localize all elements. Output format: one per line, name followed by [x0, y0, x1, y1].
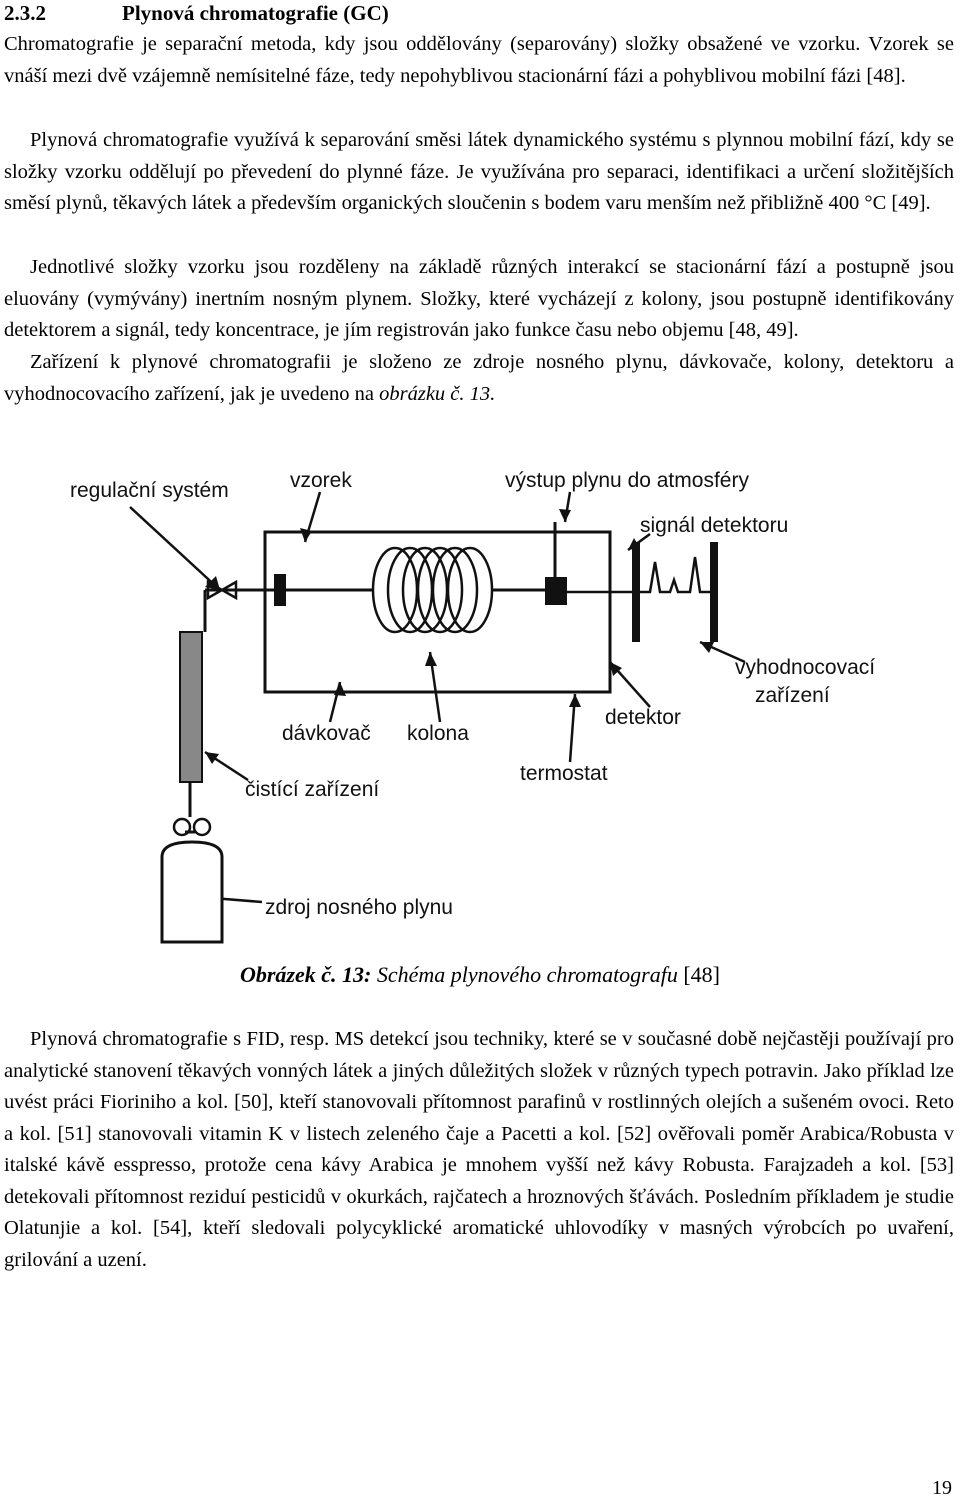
gas-cylinder	[160, 840, 224, 944]
valve-icon-half	[219, 579, 238, 601]
paragraph-applications: Plynová chromatografie s FID, resp. MS d…	[4, 1028, 954, 1271]
paragraph-apparatus: Zařízení k plynové chromatografii je slo…	[4, 347, 954, 410]
gc-schematic-figure: regulační systém vzorek výstup plynu do …	[50, 462, 910, 952]
chromatogram-trace	[640, 556, 710, 594]
label-gas-source: zdroj nosného plynu	[265, 896, 453, 919]
column-coil	[371, 546, 494, 634]
caption-reference: [48]	[683, 962, 721, 987]
section-heading: 2.3.2 Plynová chromatografie (GC)	[4, 0, 389, 26]
paragraph-intro: Chromatografie je separační metoda, kdy …	[4, 33, 954, 87]
gc-schematic-diagram: regulační systém vzorek výstup plynu do …	[70, 469, 875, 944]
evaluator-left-bar	[632, 542, 640, 642]
regulator-gauge-left	[172, 817, 192, 837]
figure-caption: Obrázek č. 13: Schéma plynového chromato…	[0, 960, 960, 990]
injector-port	[274, 574, 286, 606]
evaluator-right-bar	[710, 542, 718, 642]
label-purifier: čistící zařízení	[245, 778, 379, 801]
label-detector: detektor	[605, 706, 681, 729]
caption-text: Schéma plynového chromatografu	[376, 962, 678, 987]
label-regulation: regulační systém	[70, 479, 229, 502]
thermostat-box	[263, 530, 612, 694]
label-evaluator-line1: vyhodnocovací	[735, 656, 875, 679]
regulator-gauge-right	[192, 817, 212, 837]
valve-icon	[206, 579, 225, 601]
section-number: 2.3.2	[4, 1, 46, 25]
label-detector-signal: signál detektoru	[640, 514, 788, 537]
purifier-column	[179, 631, 203, 783]
apparatus-text: Zařízení k plynové chromatografii je slo…	[4, 351, 954, 405]
label-injector: dávkovač	[282, 722, 371, 745]
figure-reference: obrázku č. 13.	[379, 382, 496, 405]
detector-block	[545, 577, 567, 605]
section-title: Plynová chromatografie (GC)	[122, 1, 389, 25]
label-gas-outlet: výstup plynu do atmosféry	[505, 469, 749, 492]
caption-label: Obrázek č. 13:	[239, 962, 372, 987]
paragraph-separation: Jednotlivé složky vzorku jsou rozděleny …	[4, 256, 954, 341]
label-sample: vzorek	[290, 469, 352, 492]
label-thermostat: termostat	[520, 762, 608, 785]
paragraph-gc-description: Plynová chromatografie využívá k separov…	[4, 129, 954, 214]
page-number: 19	[932, 1477, 952, 1499]
label-column: kolona	[407, 722, 469, 745]
label-evaluator-line2: zařízení	[755, 684, 830, 707]
